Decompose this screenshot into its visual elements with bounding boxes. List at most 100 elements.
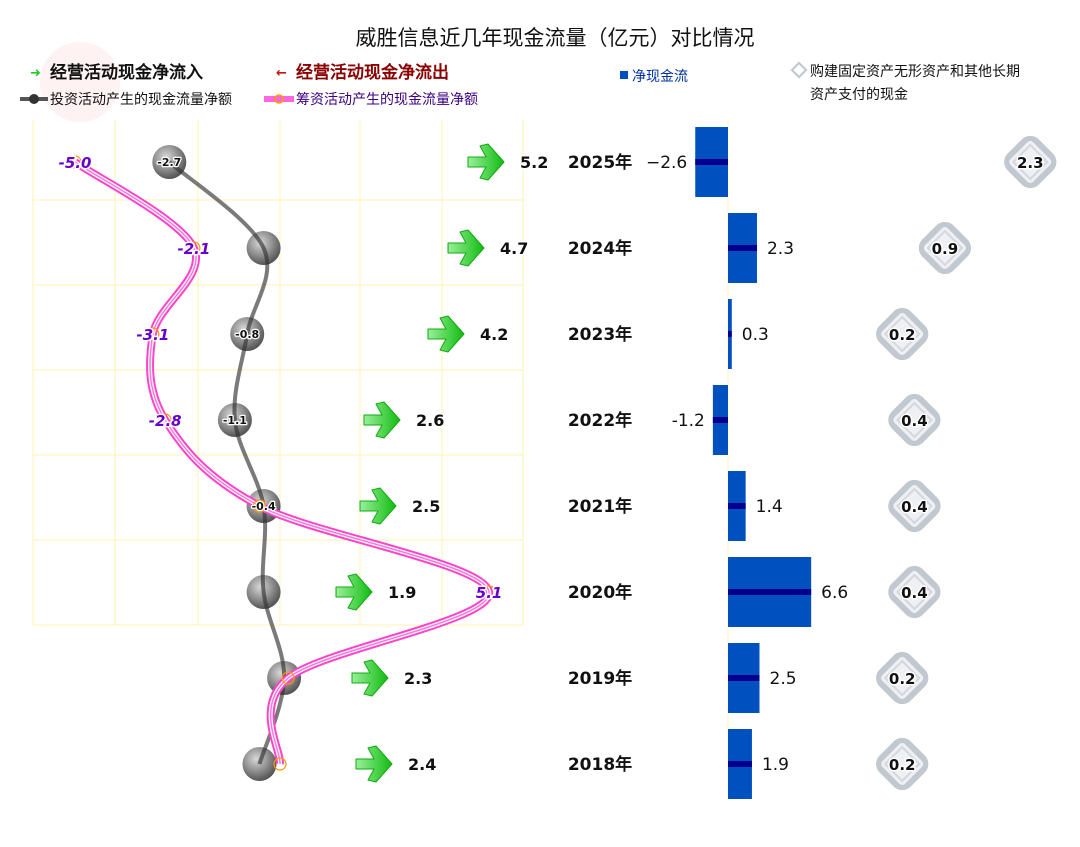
operating-inflow-label: 4.2	[480, 325, 508, 344]
net-cash-flow-bar-mid	[728, 503, 746, 509]
operating-inflow-arrow-icon	[359, 487, 397, 525]
chart-marks: -2.7 -5.0 5.2 2025年 −2.6 2.3 -2.1 4.7 2024年 2.3 0.…	[57, 127, 1057, 799]
arrow-shape	[363, 401, 401, 439]
category-label: 2022年	[568, 410, 632, 431]
net-cash-flow-label: 2.5	[770, 669, 797, 689]
diamond-core	[1011, 143, 1049, 181]
financing-data-label: -3.1	[136, 326, 169, 344]
diamond-core	[926, 229, 964, 267]
legend-investing-ball-icon	[29, 94, 39, 104]
capex-diamond-icon	[876, 307, 929, 361]
net-cash-flow-bar-mid	[728, 589, 812, 595]
diamond-core	[883, 745, 921, 783]
capex-label: 0.4	[901, 412, 928, 430]
net-cash-flow-label: 1.9	[762, 755, 789, 775]
operating-inflow-arrow-icon	[335, 573, 373, 611]
net-cash-flow-label: 2.3	[767, 239, 794, 259]
investing-data-label: -0.4	[252, 500, 276, 513]
arrow-shape	[335, 573, 373, 611]
legend-operating-out: 经营活动现金净流出	[296, 62, 449, 83]
capex-diamond-icon	[888, 565, 941, 619]
capex-label: 0.9	[932, 240, 959, 258]
legend: ➜ 经营活动现金净流入 ← 经营活动现金净流出 投资活动产生的现金流量净额 筹资…	[20, 61, 1020, 108]
capex-diamond-icon	[918, 221, 972, 275]
capex-diamond-icon	[876, 651, 929, 705]
financing-point	[273, 757, 287, 771]
net-cash-flow-label: 0.3	[742, 325, 769, 345]
chart-title: 威胜信息近几年现金流量（亿元）对比情况	[356, 26, 755, 50]
diamond-inner	[923, 227, 966, 269]
financing-data-label: -2.1	[177, 240, 210, 258]
capex-label: 0.2	[889, 326, 916, 344]
arrow-shape	[355, 745, 393, 783]
net-cash-flow-bar-mid	[728, 331, 732, 337]
net-cash-flow-label: −2.6	[646, 153, 687, 173]
legend-operating-in-icon: ➜	[30, 66, 41, 81]
legend-capex-line1: 购建固定资产无形资产和其他长期	[810, 64, 1020, 80]
operating-inflow-arrow-icon	[447, 229, 485, 267]
diamond-inner	[881, 313, 924, 355]
capex-label: 0.2	[889, 670, 916, 688]
capex-label: 0.4	[901, 498, 928, 516]
investing-data-label: -0.8	[235, 328, 259, 341]
legend-capex-icon	[790, 61, 808, 79]
operating-inflow-arrow-icon	[467, 143, 505, 181]
capex-diamond-icon	[888, 393, 941, 447]
decorative-watermark	[40, 42, 120, 122]
financing-point	[158, 413, 172, 427]
arrow-shape	[351, 659, 389, 697]
net-cash-flow-bar-mid	[728, 761, 752, 767]
net-cash-flow-bar-mid	[728, 245, 757, 251]
legend-investing: 投资活动产生的现金流量净额	[50, 92, 232, 108]
financing-point	[281, 671, 295, 685]
financing-data-label: 5.1	[476, 584, 503, 602]
diamond-inner	[893, 571, 936, 613]
capex-label: 0.2	[889, 756, 916, 774]
capex-diamond-icon	[876, 737, 929, 791]
capex-label: 2.3	[1017, 154, 1044, 172]
investing-data-label: -1.1	[223, 414, 247, 427]
operating-inflow-label: 4.7	[500, 239, 528, 258]
financing-point	[482, 585, 496, 599]
operating-inflow-label: 2.6	[416, 411, 444, 430]
operating-inflow-arrow-icon	[355, 745, 393, 783]
investing-data-label: -2.7	[157, 156, 181, 169]
category-label: 2019年	[568, 668, 632, 689]
diamond-core	[896, 573, 933, 611]
net-cash-flow-bar-mid	[695, 159, 728, 165]
operating-inflow-arrow-icon	[363, 401, 401, 439]
operating-inflow-label: 2.4	[408, 755, 436, 774]
capex-diamond-icon	[888, 479, 941, 533]
diamond-core	[883, 315, 921, 353]
category-label: 2024年	[568, 238, 632, 259]
financing-point	[146, 327, 160, 341]
category-label: 2018年	[568, 754, 632, 775]
financing-data-label: -5.0	[59, 154, 92, 172]
diamond-inner	[881, 657, 924, 699]
grid	[32, 120, 729, 800]
category-label: 2025年	[568, 152, 632, 173]
diamond-inner	[881, 743, 924, 785]
net-cash-flow-label: -1.2	[672, 411, 705, 431]
capex-label: 0.4	[901, 584, 928, 602]
net-cash-flow-label: 6.6	[821, 583, 848, 603]
operating-inflow-label: 2.5	[412, 497, 440, 516]
operating-inflow-label: 5.2	[520, 153, 548, 172]
arrow-shape	[467, 143, 505, 181]
legend-operating-in: 经营活动现金净流入	[50, 62, 203, 83]
legend-capex-line2: 资产支付的现金	[810, 87, 908, 103]
diamond-core	[896, 487, 933, 525]
net-cash-flow-bar-mid	[712, 417, 728, 423]
arrow-shape	[359, 487, 397, 525]
category-label: 2023年	[568, 324, 632, 345]
operating-inflow-arrow-icon	[351, 659, 389, 697]
arrow-shape	[427, 315, 465, 353]
financing-point	[187, 241, 201, 255]
legend-net: 净现金流	[632, 69, 688, 85]
legend-net-icon	[620, 71, 628, 79]
diamond-inner	[1009, 141, 1052, 183]
legend-financing: 筹资活动产生的现金流量净额	[296, 91, 478, 108]
net-cash-flow-bar-mid	[728, 675, 760, 681]
capex-diamond-icon	[1004, 135, 1057, 189]
